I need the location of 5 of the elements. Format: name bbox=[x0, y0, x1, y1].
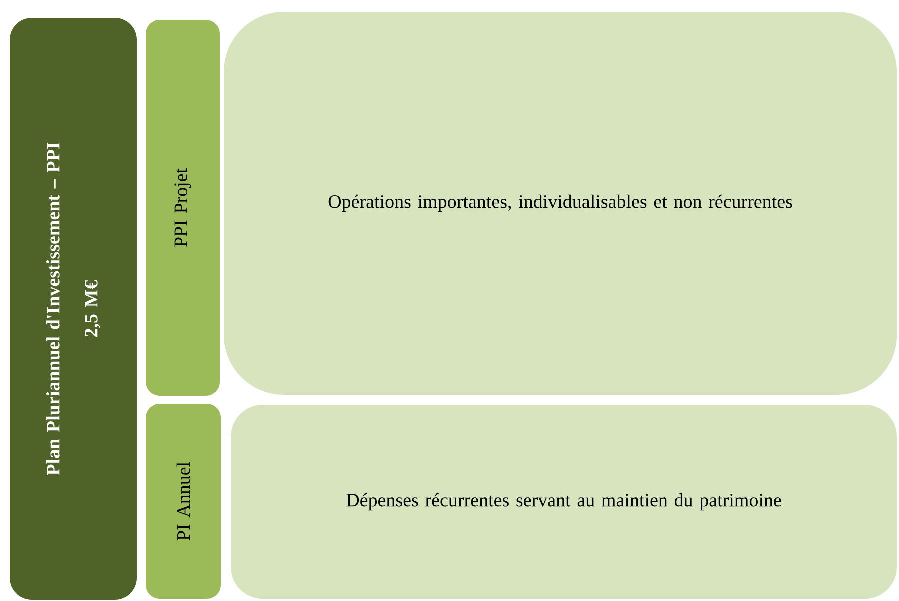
category-box: PPI Projet bbox=[146, 20, 220, 396]
description-box: Opérations importantes, individualisables et non récurrentes bbox=[224, 12, 897, 395]
category-box: PI Annuel bbox=[146, 404, 221, 599]
description-box: Dépenses récurrentes servant au maintien du patrimoine bbox=[231, 404, 897, 599]
category-bar: Plan Pluriannuel d'Investissement – PPI 2,5 M€ bbox=[10, 18, 137, 600]
